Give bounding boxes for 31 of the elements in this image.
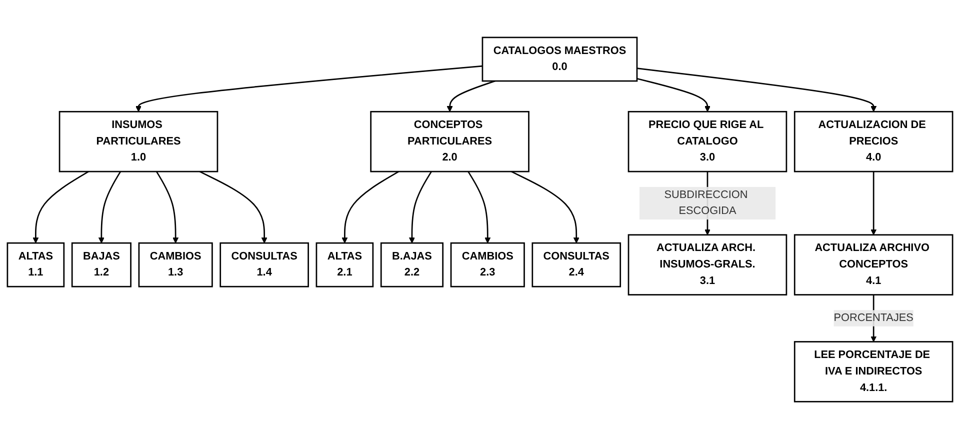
edge-label: PORCENTAJES xyxy=(834,310,914,327)
process-box: ALTAS 2.1 xyxy=(316,242,374,288)
process-box: ACTUALIZA ARCH. INSUMOS-GRALS. 3.1 xyxy=(628,234,788,296)
arrow xyxy=(342,171,400,244)
arrow xyxy=(636,78,710,112)
process-box: ALTAS 1.1 xyxy=(6,242,65,288)
process-box: LEE PORCENTAJE DE IVA E INDIRECTOS 4.1.1. xyxy=(794,342,954,403)
process-box: PRECIO QUE RIGE AL CATALOGO 3.0 xyxy=(628,111,788,173)
arrow xyxy=(468,172,491,244)
arrow xyxy=(870,172,877,236)
process-box: INSUMOS PARTICULARES 1.0 xyxy=(58,111,218,173)
process-box: CONSULTAS 2.4 xyxy=(532,242,622,288)
process-box: CAMBIOS 2.3 xyxy=(450,242,525,288)
process-box: CONCEPTOS PARTICULARES 2.0 xyxy=(370,111,530,173)
arrow xyxy=(98,172,122,244)
arrow xyxy=(636,68,877,112)
arrow xyxy=(446,80,496,112)
process-box: BAJAS 1.2 xyxy=(71,242,132,288)
arrow xyxy=(156,172,179,244)
process-box: CONSULTAS 1.4 xyxy=(220,242,309,288)
process-box: ACTUALIZACION DE PRECIOS 4.0 xyxy=(794,111,954,173)
arrow xyxy=(408,172,432,244)
edge-label: SUBDIRECCION ESCOGIDA xyxy=(639,187,776,220)
process-box: CAMBIOS 1.3 xyxy=(138,242,213,288)
arrow xyxy=(136,66,483,112)
process-box: ACTUALIZA ARCHIVO CONCEPTOS 4.1 xyxy=(794,234,954,296)
arrow xyxy=(199,171,268,244)
arrow xyxy=(32,171,89,244)
process-box: CATALOGOS MAESTROS 0.0 xyxy=(482,37,638,82)
arrow xyxy=(511,171,580,244)
process-box: B.AJAS 2.2 xyxy=(380,242,444,288)
